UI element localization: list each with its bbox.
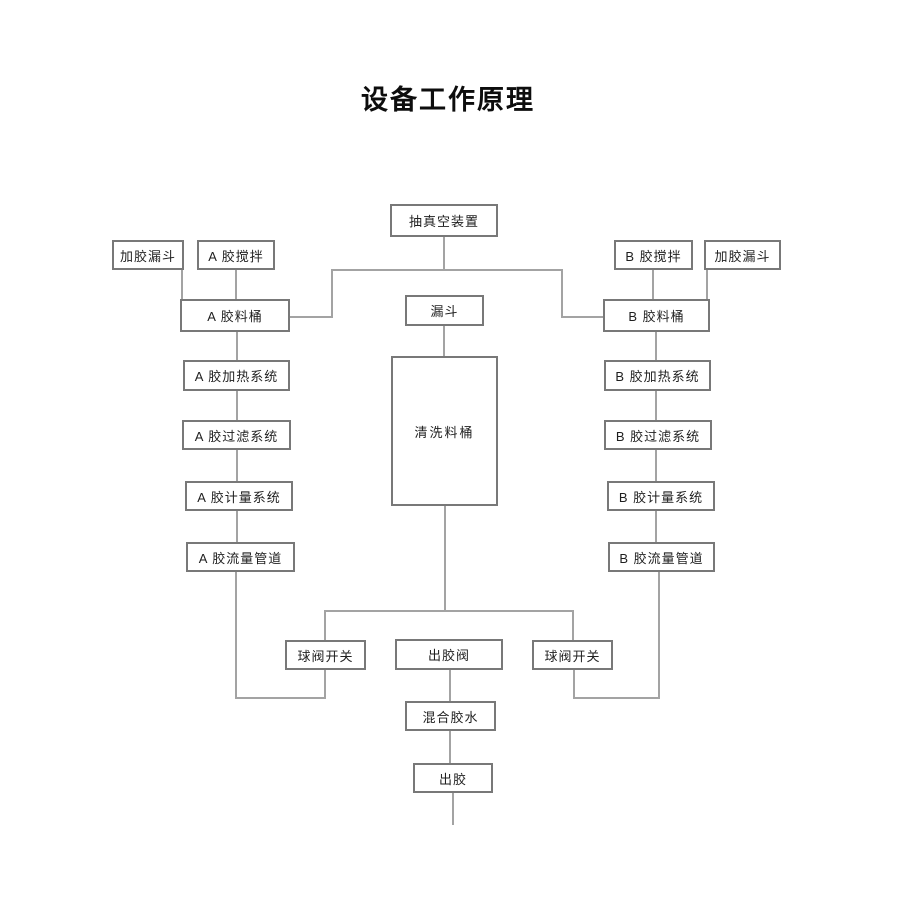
node-ball-valve-right: 球阀开关: [532, 640, 613, 670]
connector-vacuum-to-barrel-a: [290, 316, 333, 318]
connector-meter-b-flow-b: [655, 511, 657, 543]
connector-vacuum-left-drop: [331, 269, 333, 318]
connector-vacuum-right-drop: [561, 269, 563, 318]
connector-split-left-down: [324, 610, 326, 641]
diagram-title: 设备工作原理: [361, 85, 535, 115]
connector-barrel-a-heat-a: [236, 331, 238, 361]
node-wash-tank: 清洗料桶: [391, 356, 498, 506]
node-metering-b: B 胶计量系统: [607, 481, 715, 511]
connector-meter-a-flow-a: [236, 511, 238, 543]
connector-ball-valve-left-up: [324, 670, 326, 699]
node-flow-pipe-b: B 胶流量管道: [608, 542, 715, 572]
connector-out-valve-down: [449, 669, 451, 702]
connector-heat-a-filter-a: [236, 390, 238, 421]
connector-split-horizontal: [324, 610, 574, 612]
node-glue-out-valve: 出胶阀: [395, 639, 503, 670]
node-filter-a: A 胶过滤系统: [182, 420, 291, 450]
node-flow-pipe-a: A 胶流量管道: [186, 542, 295, 572]
connector-flow-a-down: [235, 572, 237, 699]
connector-filter-a-meter-a: [236, 450, 238, 482]
node-filter-b: B 胶过滤系统: [604, 420, 712, 450]
node-heating-a: A 胶加热系统: [183, 360, 290, 391]
connector-stir-a-down: [235, 270, 237, 300]
connector-glue-out-down: [452, 792, 454, 825]
connector-funnel-left-down: [181, 270, 183, 300]
connector-heat-b-filter-b: [655, 390, 657, 421]
connector-mixed-glue-down: [449, 730, 451, 764]
node-barrel-b: B 胶料桶: [603, 299, 710, 332]
node-heating-b: B 胶加热系统: [604, 360, 711, 391]
connector-ball-valve-right-up: [573, 670, 575, 699]
connector-bottom-right-horizontal: [573, 697, 660, 699]
connector-vacuum-horizontal: [331, 269, 563, 271]
node-glue-outlet: 出胶: [413, 763, 493, 793]
node-mixed-glue: 混合胶水: [405, 701, 496, 731]
connector-stir-b-down: [652, 270, 654, 300]
connector-vacuum-down: [443, 235, 445, 271]
node-barrel-a: A 胶料桶: [180, 299, 290, 332]
connector-vacuum-to-barrel-b: [561, 316, 603, 318]
connector-barrel-b-heat-b: [655, 331, 657, 361]
node-glue-funnel-left: 加胶漏斗: [112, 240, 184, 270]
node-glue-funnel-right: 加胶漏斗: [704, 240, 781, 270]
connector-split-right-down: [572, 610, 574, 641]
connector-bottom-left-horizontal: [235, 697, 326, 699]
connector-filter-b-meter-b: [655, 450, 657, 482]
node-hopper: 漏斗: [405, 295, 484, 326]
node-stir-a: A 胶搅拌: [197, 240, 275, 270]
node-ball-valve-left: 球阀开关: [285, 640, 366, 670]
connector-hopper-down: [443, 325, 445, 357]
node-stir-b: B 胶搅拌: [614, 240, 693, 270]
node-metering-a: A 胶计量系统: [185, 481, 293, 511]
connector-wash-tank-down: [444, 505, 446, 611]
connector-flow-b-down: [658, 572, 660, 699]
node-vacuum-device: 抽真空装置: [390, 204, 498, 237]
connector-funnel-right-down: [706, 270, 708, 300]
